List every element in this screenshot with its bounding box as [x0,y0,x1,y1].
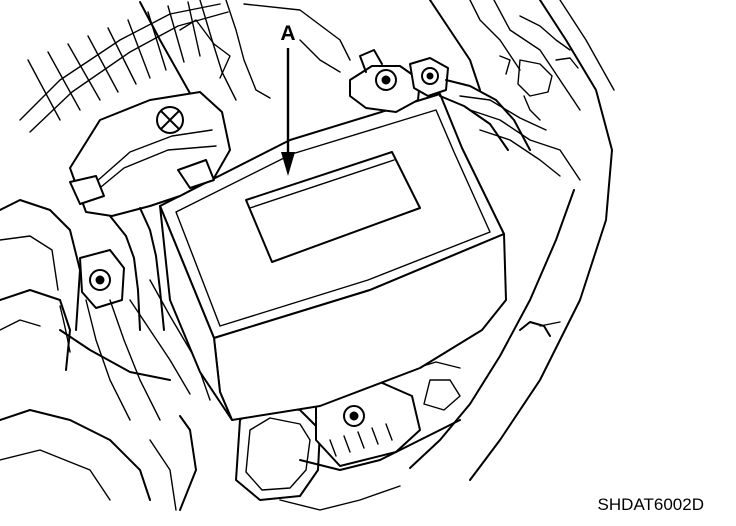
arrow-down-icon [281,152,295,176]
engine-bay-linework [0,0,615,511]
battery-label-plate [245,151,421,263]
figure-code: SHDAT6002D [598,495,704,514]
battery-side-face [159,205,233,421]
callout-a: A [280,22,296,176]
battery [69,49,531,421]
callout-label: A [280,22,295,45]
